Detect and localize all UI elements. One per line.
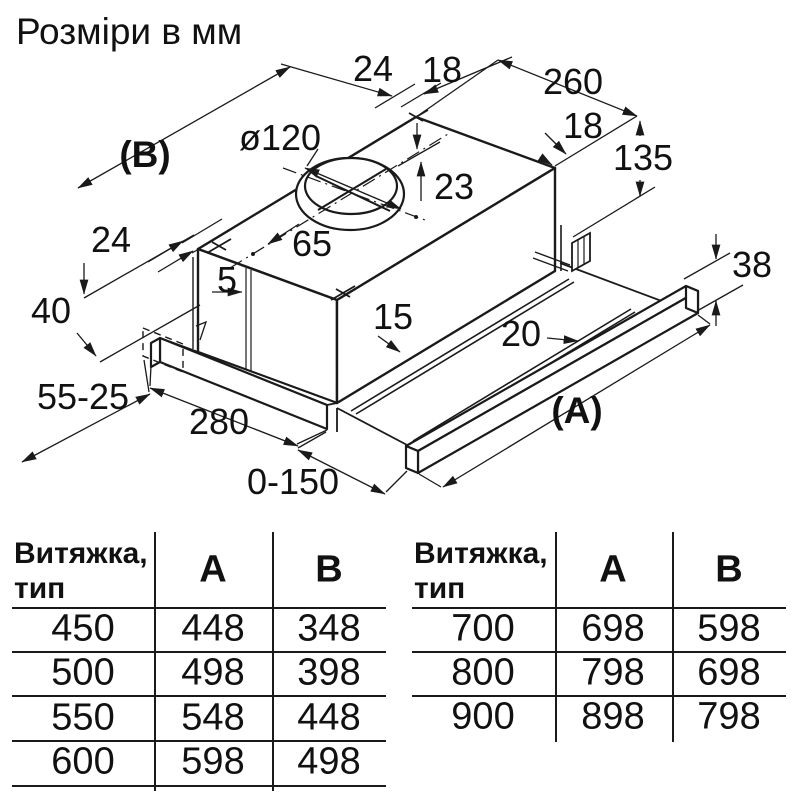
table-divider (412, 695, 786, 697)
table-divider (12, 740, 386, 742)
page-title: Розміри в мм (16, 11, 242, 52)
table-cell-a: 598 (181, 740, 245, 783)
dim-label-left-24: 24 (91, 219, 131, 260)
column-header-b: B (315, 548, 343, 591)
spec-table-450-600: Витяжка, тип A B 450 448 348 500 498 398… (12, 532, 386, 792)
table-divider (12, 607, 386, 609)
table-divider (12, 785, 386, 787)
table-cell-b: 598 (697, 607, 761, 650)
table-cell-a: 798 (581, 651, 645, 694)
column-header-type: Витяжка, тип (414, 536, 548, 606)
column-header-type-line1: Витяжка, (414, 537, 548, 570)
column-header-a: A (199, 548, 227, 591)
column-header-type-line2: тип (14, 572, 66, 605)
table-cell-b: 348 (297, 607, 361, 650)
dim-label-visor-20: 20 (501, 313, 541, 354)
table-cell-b: 448 (297, 696, 361, 739)
dim-label-depth-260: 260 (543, 61, 603, 102)
dim-label-right-18: 18 (563, 105, 603, 146)
dim-label-top-24: 24 (353, 48, 393, 89)
spec-table-700-900: Витяжка, тип A B 700 698 598 800 798 698… (412, 532, 786, 743)
table-divider (555, 532, 557, 742)
hidden-recess-outline (142, 320, 208, 374)
table-cell-type: 600 (51, 740, 115, 783)
dim-label-gap-5: 5 (217, 259, 237, 300)
dim-label-duct-diameter: ø120 (239, 117, 321, 158)
corner-marks (206, 109, 429, 301)
table-divider (412, 607, 786, 609)
dim-label-visor-height-38: 38 (732, 244, 772, 285)
column-header-type-line2: тип (414, 572, 466, 605)
table-cell-a: 698 (581, 607, 645, 650)
column-header-type: Витяжка, тип (14, 536, 148, 606)
table-divider (12, 651, 386, 653)
dim-label-overall-a: (A) (551, 390, 602, 431)
column-header-a: A (599, 548, 627, 591)
table-divider (154, 532, 156, 791)
table-cell-type: 700 (451, 607, 515, 650)
dim-label-pullout-0-150: 0-150 (247, 461, 339, 502)
table-cell-b: 698 (697, 651, 761, 694)
table-cell-b: 798 (697, 695, 761, 738)
table-cell-a: 498 (181, 651, 245, 694)
table-divider (672, 532, 674, 742)
mounting-bracket (571, 231, 591, 273)
dim-label-height-135: 135 (613, 137, 673, 178)
table-divider (12, 695, 386, 697)
table-cell-type: 900 (451, 695, 515, 738)
dim-label-recess-height-40: 40 (31, 290, 71, 331)
dim-label-lip-15: 15 (373, 296, 413, 337)
dim-label-duct-offset-65: 65 (292, 223, 332, 264)
column-header-type-line1: Витяжка, (14, 537, 148, 570)
dim-label-body-depth-280: 280 (189, 401, 249, 442)
table-cell-a: 898 (581, 695, 645, 738)
dim-label-overall-b: (B) (119, 134, 170, 175)
dim-label-top-18: 18 (422, 49, 462, 90)
dim-label-duct-offset-23: 23 (434, 166, 474, 207)
table-cell-type: 450 (51, 607, 115, 650)
dim-label-recess-depth-55-25: 55-25 (37, 376, 129, 417)
table-cell-a: 448 (181, 607, 245, 650)
table-cell-type: 550 (51, 696, 115, 739)
hood-body (192, 115, 562, 405)
table-divider (272, 532, 274, 791)
table-cell-b: 498 (297, 740, 361, 783)
isometric-dimension-drawing: Розміри в мм (16, 11, 772, 502)
table-divider (412, 651, 786, 653)
table-cell-type: 500 (51, 651, 115, 694)
table-cell-type: 800 (451, 651, 515, 694)
table-cell-b: 398 (297, 651, 361, 694)
dimension-lines (21, 56, 744, 495)
table-cell-a: 548 (181, 696, 245, 739)
column-header-b: B (715, 548, 743, 591)
